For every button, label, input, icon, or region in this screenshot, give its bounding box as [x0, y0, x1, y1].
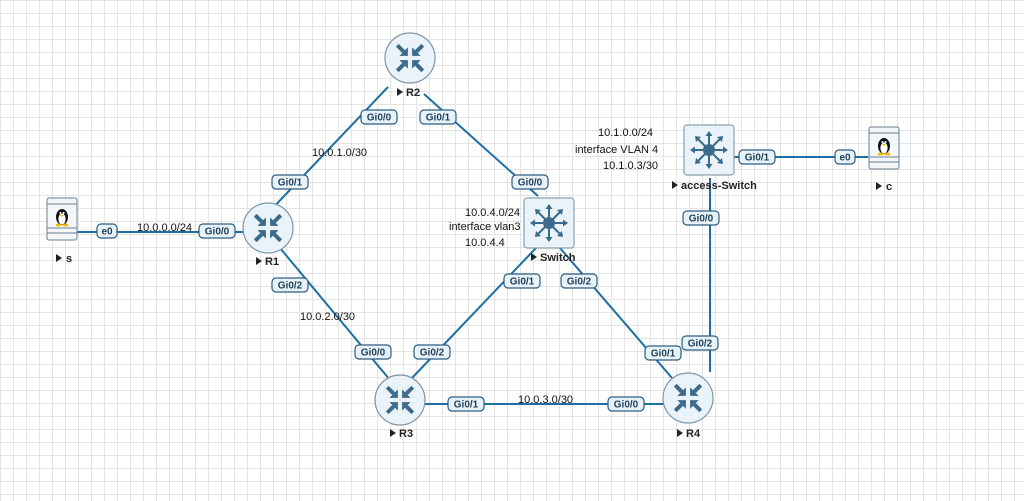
- host-s[interactable]: [46, 197, 78, 241]
- access-switch-notes: 10.1.0.0/24 interface VLAN 4 10.1.0.3/30: [575, 127, 658, 172]
- network-label-r3-r4: 10.0.3.0/30: [518, 394, 573, 406]
- network-label-r1-r3: 10.0.2.0/30: [300, 311, 355, 323]
- svg-text:s: s: [66, 253, 72, 265]
- iface-r4-gi02[interactable]: Gi0/2: [681, 335, 719, 351]
- iface-r1-gi00[interactable]: Gi0/0: [198, 223, 236, 239]
- link-r1-r2: [267, 86, 389, 214]
- access-switch[interactable]: [683, 124, 735, 176]
- iface-sw-gi00[interactable]: Gi0/0: [511, 174, 549, 190]
- switch-main[interactable]: [523, 197, 575, 249]
- svg-text:R1: R1: [265, 256, 279, 268]
- label-r4: R4: [677, 428, 701, 440]
- network-label-s-r1: 10.0.0.0/24: [137, 222, 192, 234]
- label-host-s: s: [56, 253, 72, 265]
- svg-text:Gi0/0: Gi0/0: [614, 400, 639, 411]
- svg-text:Gi0/0: Gi0/0: [205, 227, 230, 238]
- host-c[interactable]: [868, 126, 900, 170]
- svg-text:Gi0/0: Gi0/0: [361, 348, 386, 359]
- iface-r1-gi02[interactable]: Gi0/2: [271, 277, 309, 293]
- label-r1: R1: [256, 256, 279, 268]
- svg-text:Gi0/0: Gi0/0: [367, 113, 392, 124]
- label-r2: R2: [397, 87, 420, 99]
- router-icon: [662, 372, 714, 424]
- iface-sw-gi01[interactable]: Gi0/1: [503, 273, 541, 289]
- iface-as-gi01[interactable]: Gi0/1: [738, 149, 776, 165]
- iface-r3-gi02[interactable]: Gi0/2: [413, 344, 451, 360]
- interface-labels: e0 Gi0/0 Gi0/1 Gi0/2 Gi0/0 Gi0/1 Gi0/0 G…: [96, 109, 856, 412]
- label-host-c: c: [876, 181, 892, 193]
- iface-r2-gi01[interactable]: Gi0/1: [419, 109, 457, 125]
- iface-r2-gi00[interactable]: Gi0/0: [360, 109, 398, 125]
- svg-text:10.0.4.0/24: 10.0.4.0/24: [465, 207, 520, 219]
- svg-text:10.0.4.4: 10.0.4.4: [465, 237, 505, 249]
- iface-as-gi00[interactable]: Gi0/0: [682, 210, 720, 226]
- iface-r3-gi00[interactable]: Gi0/0: [354, 344, 392, 360]
- router-icon: [242, 202, 294, 254]
- linux-host-icon: [46, 197, 78, 241]
- svg-text:Gi0/1: Gi0/1: [278, 178, 303, 189]
- router-r3[interactable]: [374, 374, 426, 426]
- svg-text:Gi0/2: Gi0/2: [278, 281, 303, 292]
- svg-text:interface vlan3: interface vlan3: [449, 221, 521, 233]
- linux-host-icon: [868, 126, 900, 170]
- svg-text:Gi0/1: Gi0/1: [651, 349, 676, 360]
- svg-text:Gi0/1: Gi0/1: [745, 153, 770, 164]
- svg-text:Switch: Switch: [540, 252, 576, 264]
- svg-text:R4: R4: [686, 428, 701, 440]
- svg-text:e0: e0: [839, 153, 851, 164]
- iface-s-e0[interactable]: e0: [96, 223, 118, 239]
- svg-text:R3: R3: [399, 428, 413, 440]
- network-label-r1-r2: 10.0.1.0/30: [312, 147, 367, 159]
- svg-text:Gi0/2: Gi0/2: [567, 277, 592, 288]
- router-r1[interactable]: [242, 202, 294, 254]
- iface-r4-gi00[interactable]: Gi0/0: [607, 396, 645, 412]
- svg-text:Gi0/1: Gi0/1: [510, 277, 535, 288]
- svg-text:c: c: [886, 181, 892, 193]
- svg-text:10.1.0.0/24: 10.1.0.0/24: [598, 127, 653, 139]
- svg-text:Gi0/1: Gi0/1: [426, 113, 451, 124]
- svg-text:Gi0/2: Gi0/2: [420, 348, 445, 359]
- svg-text:e0: e0: [101, 227, 113, 238]
- svg-text:Gi0/2: Gi0/2: [688, 339, 713, 350]
- router-r4[interactable]: [662, 372, 714, 424]
- svg-text:Gi0/0: Gi0/0: [689, 214, 714, 225]
- iface-c-e0[interactable]: e0: [834, 149, 856, 165]
- svg-text:10.1.0.3/30: 10.1.0.3/30: [603, 160, 658, 172]
- label-switch: Switch: [531, 252, 576, 264]
- switch-notes: 10.0.4.0/24 interface vlan3 10.0.4.4: [449, 207, 521, 249]
- label-r3: R3: [390, 428, 413, 440]
- iface-r1-gi01[interactable]: Gi0/1: [271, 174, 309, 190]
- svg-text:Gi0/1: Gi0/1: [454, 400, 479, 411]
- router-r2[interactable]: [384, 32, 436, 84]
- router-icon: [384, 32, 436, 84]
- iface-r3-gi01[interactable]: Gi0/1: [447, 396, 485, 412]
- svg-text:interface VLAN 4: interface VLAN 4: [575, 144, 658, 156]
- label-access-switch: access-Switch: [672, 180, 757, 192]
- svg-text:access-Switch: access-Switch: [681, 180, 757, 192]
- router-icon: [374, 374, 426, 426]
- iface-sw-gi02[interactable]: Gi0/2: [560, 273, 598, 289]
- iface-r4-gi01[interactable]: Gi0/1: [644, 345, 682, 361]
- svg-text:Gi0/0: Gi0/0: [518, 178, 543, 189]
- svg-text:R2: R2: [406, 87, 420, 99]
